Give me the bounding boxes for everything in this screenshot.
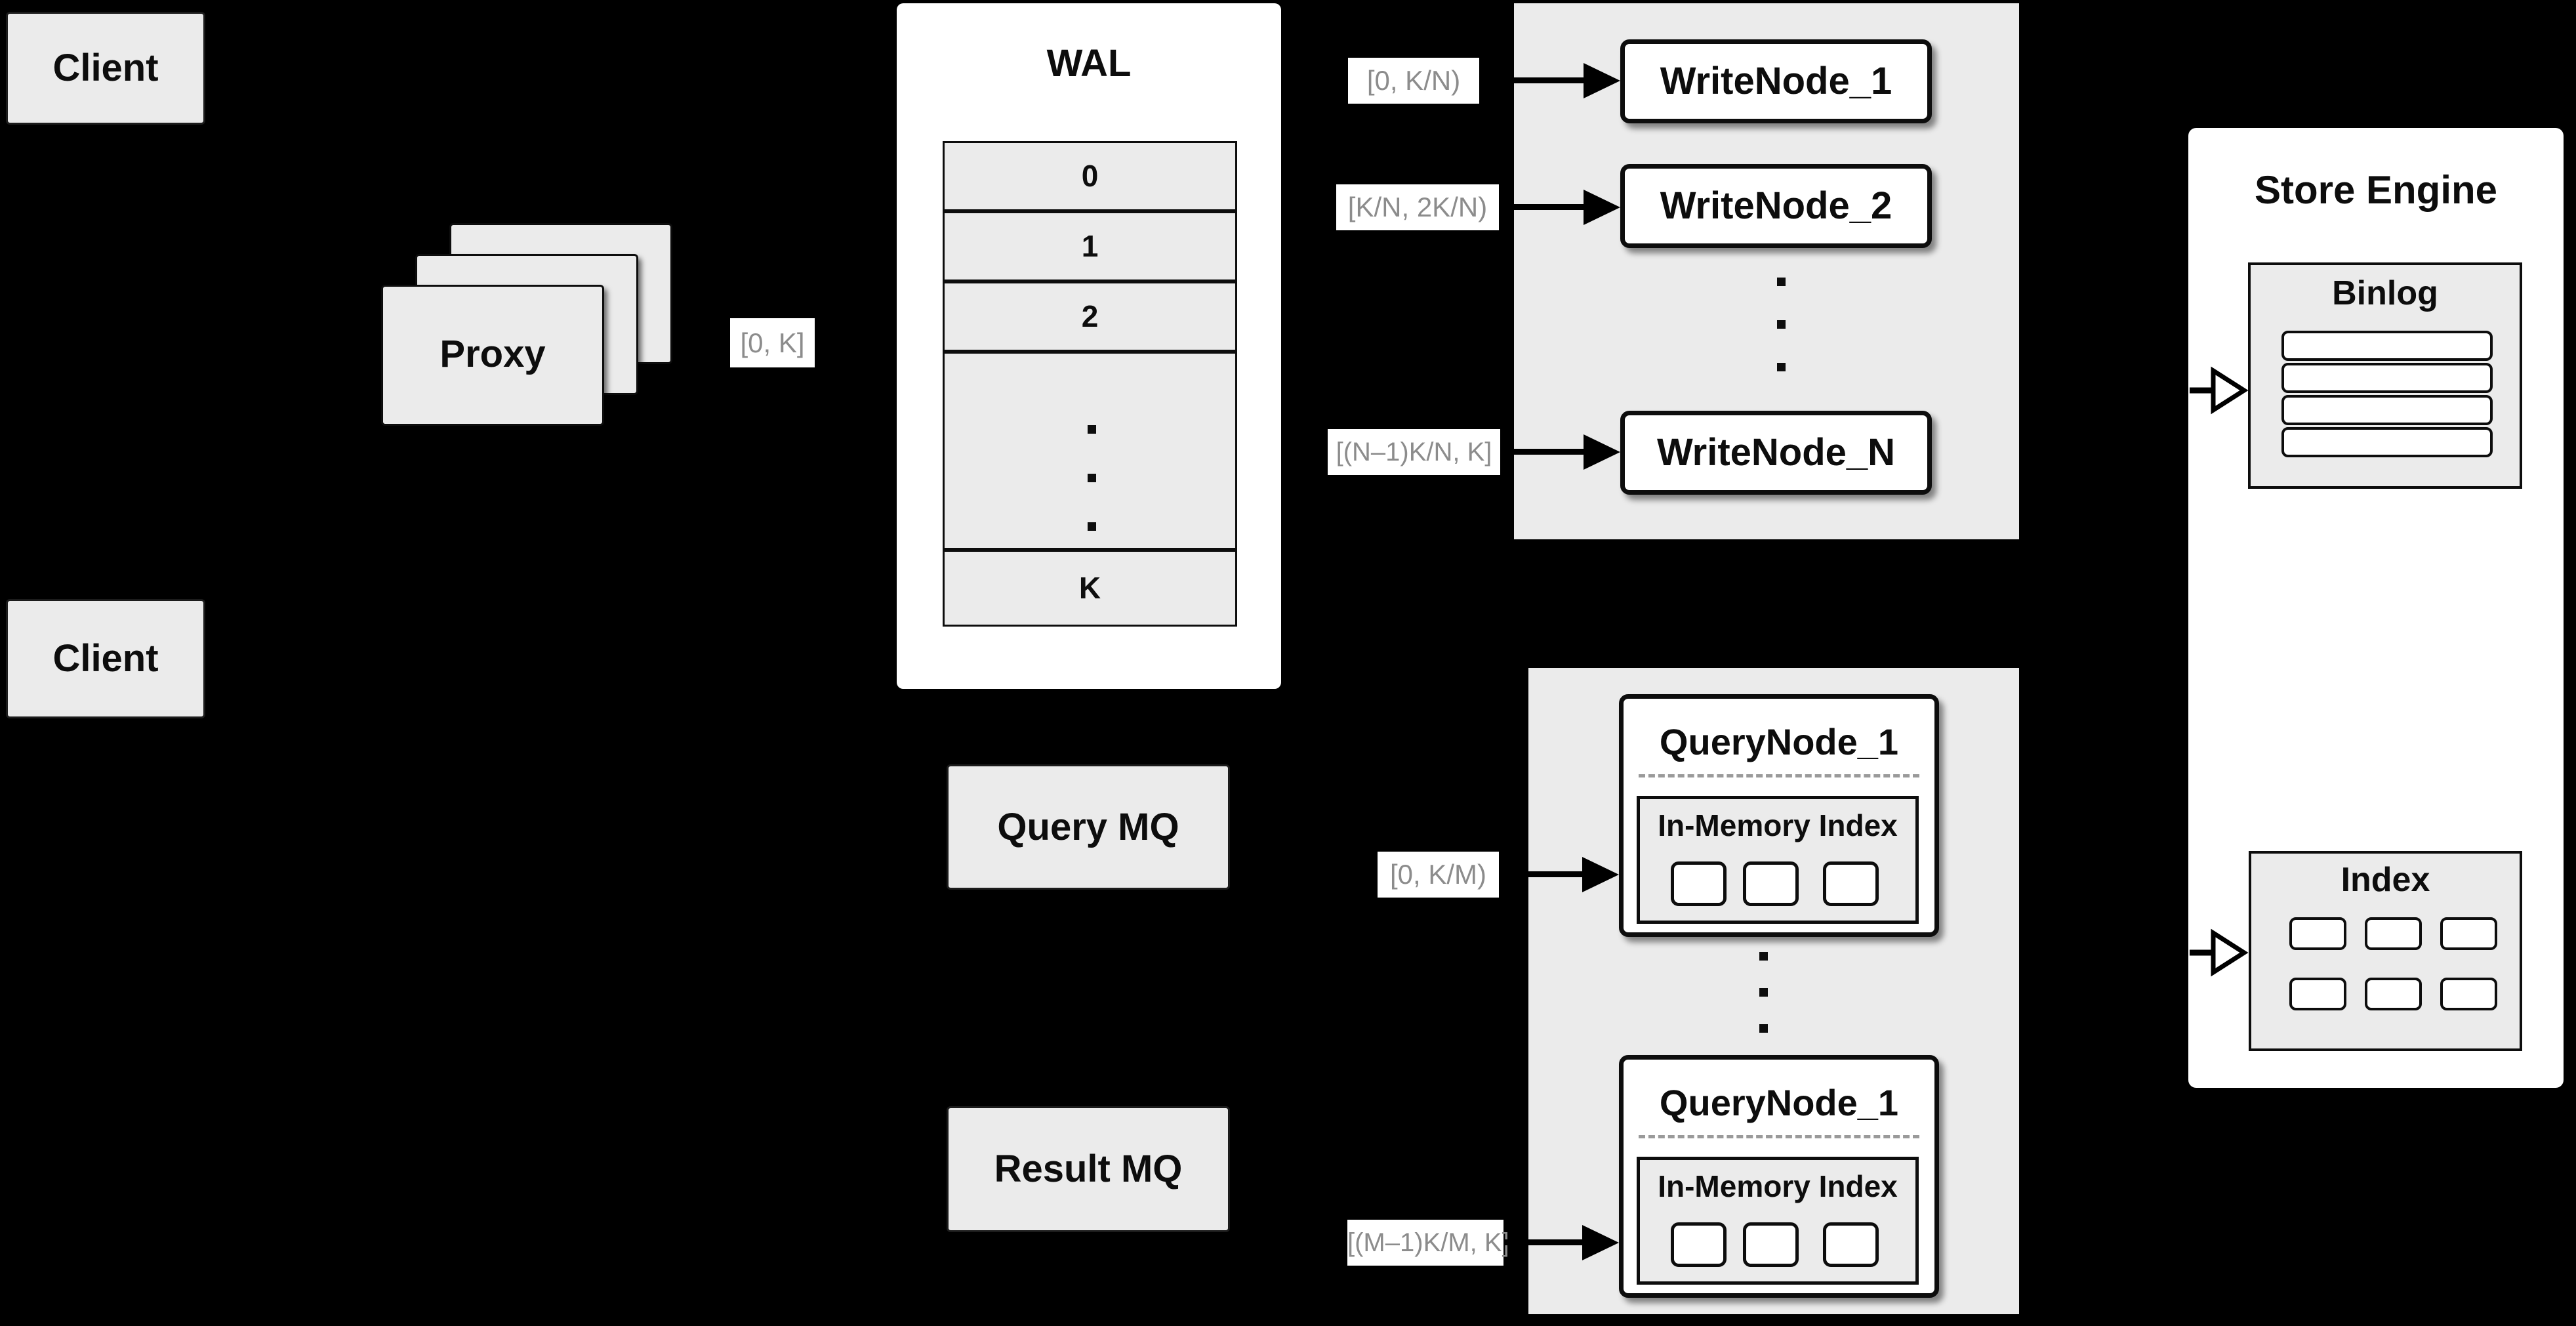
binlog-title: Binlog — [2332, 274, 2438, 312]
ellipsis-dot — [1759, 952, 1768, 961]
index-segment-cell — [1671, 861, 1727, 906]
query-node-top-title: QueryNode_1 — [1659, 721, 1899, 762]
client-box-bottom: Client — [6, 599, 205, 718]
range-chip-writenode-n: [(N–1)K/N, K] — [1328, 429, 1500, 475]
ellipsis-dot — [1777, 320, 1786, 329]
result-mq-box: Result MQ — [947, 1106, 1230, 1232]
range-chip-proxy: [0, K] — [730, 318, 815, 367]
open-arrow-to-index — [2190, 928, 2249, 977]
wal-title: WAL — [1046, 42, 1132, 85]
arrowhead-to-writenode-1 — [1584, 63, 1620, 98]
ellipsis-dot — [1088, 425, 1096, 434]
index-cell — [2440, 978, 2497, 1010]
query-node-bottom-title: QueryNode_1 — [1659, 1082, 1899, 1123]
arrow-to-writenode-2 — [1501, 204, 1584, 210]
arrow-to-writenode-1 — [1481, 77, 1584, 83]
arrow-to-querynode-1 — [1500, 871, 1582, 877]
binlog-row — [2281, 427, 2493, 457]
index-segment-cell — [1743, 1222, 1799, 1267]
ellipsis-dot — [1759, 1024, 1768, 1033]
index-segment-cell — [1823, 1222, 1879, 1267]
index-cell — [2440, 917, 2497, 950]
range-chip-writenode-2: [K/N, 2K/N) — [1336, 184, 1499, 230]
write-node-1: WriteNode_1 — [1620, 39, 1932, 123]
arrow-to-writenode-n — [1502, 449, 1584, 455]
ellipsis-dot — [1777, 363, 1786, 371]
query-mq-box: Query MQ — [947, 764, 1230, 890]
arrow-to-querynode-m — [1505, 1239, 1582, 1245]
index-cell — [2365, 978, 2422, 1010]
ellipsis-dot — [1088, 522, 1096, 531]
write-node-2: WriteNode_2 — [1620, 164, 1932, 248]
index-title: Index — [2341, 861, 2430, 899]
wal-ellipsis-cell — [943, 352, 1237, 550]
ellipsis-dot — [1759, 988, 1768, 997]
arrowhead-to-writenode-2 — [1584, 190, 1620, 225]
arrowhead-to-querynode-1 — [1582, 857, 1619, 892]
wal-segment-row: K — [943, 550, 1237, 627]
index-cell — [2289, 978, 2346, 1010]
range-chip-writenode-1: [0, K/N) — [1348, 58, 1479, 104]
query-node-divider — [1639, 1135, 1919, 1138]
query-node-divider — [1639, 774, 1919, 777]
binlog-row — [2281, 331, 2493, 361]
index-box — [2249, 851, 2522, 1051]
in-memory-index-title: In-Memory Index — [1658, 1169, 1898, 1203]
index-segment-cell — [1823, 861, 1879, 906]
write-node-n: WriteNode_N — [1620, 411, 1932, 495]
index-cell — [2289, 917, 2346, 950]
wal-segment-row: 0 — [943, 141, 1237, 211]
range-chip-querynode-m: [(M–1)K/M, K] — [1347, 1220, 1509, 1266]
wal-segment-row: 1 — [943, 211, 1237, 281]
proxy-box: Proxy — [381, 285, 604, 426]
client-box-top: Client — [6, 12, 205, 125]
index-segment-cell — [1743, 861, 1799, 906]
ellipsis-dot — [1088, 474, 1096, 482]
wal-segment-row: 2 — [943, 281, 1237, 352]
range-chip-querynode-1: [0, K/M) — [1378, 852, 1499, 898]
index-segment-cell — [1671, 1222, 1727, 1267]
ellipsis-dot — [1777, 278, 1786, 286]
index-cell — [2365, 917, 2422, 950]
arrowhead-to-querynode-m — [1582, 1225, 1619, 1260]
binlog-row — [2281, 395, 2493, 425]
binlog-row — [2281, 363, 2493, 393]
in-memory-index-title: In-Memory Index — [1658, 808, 1898, 842]
arrowhead-to-writenode-n — [1584, 434, 1620, 470]
open-arrow-to-binlog — [2190, 366, 2249, 415]
store-engine-title: Store Engine — [2254, 168, 2498, 212]
